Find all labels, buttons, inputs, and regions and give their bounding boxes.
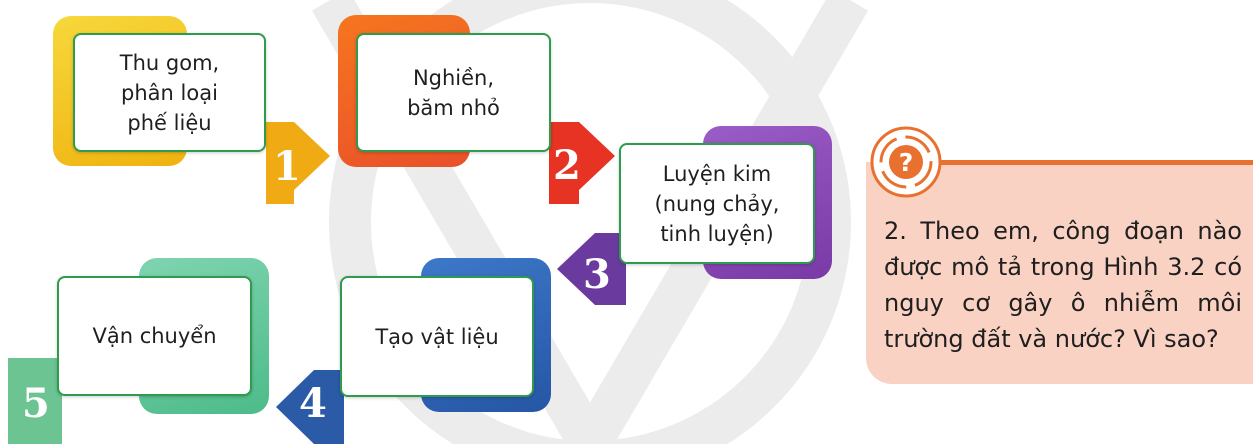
step-1-number: 1	[273, 143, 301, 190]
step-1-card: Thu gom, phân loại phế liệu	[73, 33, 266, 152]
svg-text:?: ?	[899, 148, 914, 177]
step-3-card: Luyện kim (nung chảy, tinh luyện)	[619, 143, 815, 264]
step-2-arrow	[549, 122, 615, 204]
question-text: 2. Theo em, công đoạn nào được mô tả tro…	[884, 217, 1242, 353]
step-4-number: 4	[299, 380, 327, 427]
step-2-number: 2	[553, 142, 581, 189]
question-panel	[866, 162, 1253, 384]
question-accent-line	[940, 160, 1253, 165]
step-3-arrow	[557, 233, 626, 305]
step-5-tab	[8, 358, 62, 444]
step-3-number: 3	[583, 251, 611, 298]
step-5-card: Vận chuyển	[57, 276, 252, 396]
step-4-arrow	[276, 370, 344, 444]
step-4-card: Tạo vật liệu	[340, 276, 534, 397]
question-mark-icon: ?	[870, 126, 942, 198]
step-2-card: Nghiền, băm nhỏ	[356, 33, 551, 152]
step-5-number: 5	[22, 380, 50, 427]
step-1-arrow	[266, 122, 330, 204]
